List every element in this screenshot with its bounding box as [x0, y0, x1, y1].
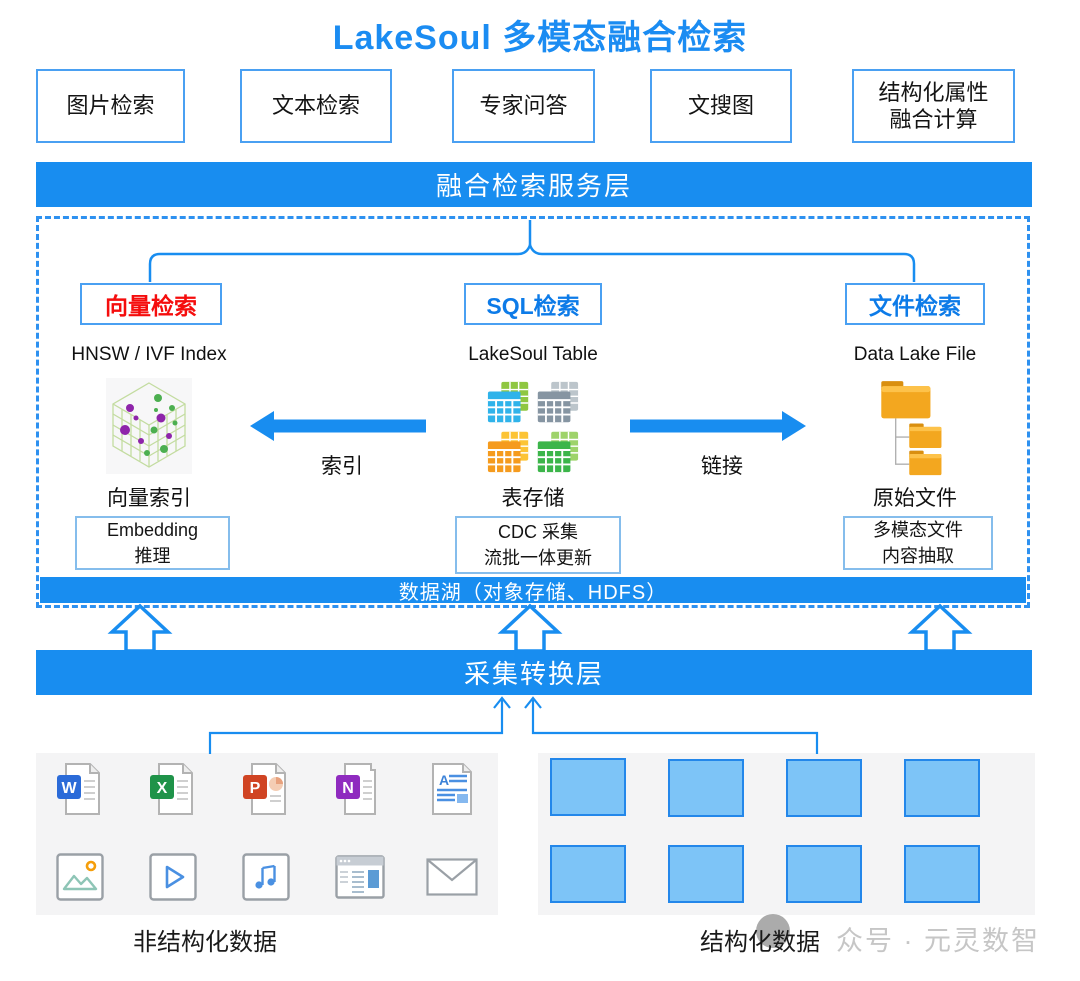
svg-text:W: W: [61, 780, 77, 797]
cdc-line2: 流批一体更新: [484, 548, 592, 568]
app-box-image-retrieval: 图片检索: [36, 69, 185, 143]
word-file-icon: W: [57, 763, 100, 815]
embedding-line1: Embedding: [106, 519, 199, 540]
extract-line1: 多模态文件: [873, 519, 963, 540]
extract-line2: 内容抽取: [882, 546, 954, 566]
structured-table-cell: [550, 758, 626, 816]
link-arrow-label: 链接: [701, 455, 743, 478]
unstructured-label: 非结构化数据: [133, 929, 277, 956]
unstructured-connector-arrowhead: [493, 696, 511, 709]
svg-text:P: P: [250, 780, 261, 797]
vector-index-3d-scatter-icon: [106, 378, 192, 474]
onenote-file-icon: N: [336, 763, 376, 815]
excel-file-icon: X: [150, 763, 193, 815]
cdc-box: CDC 采集 流批一体更新: [455, 516, 621, 574]
powerpoint-file-icon: P: [243, 763, 286, 815]
datalake-bar: 数据湖（对象存储、HDFS）: [40, 577, 1026, 604]
structured-connector-arrowhead: [524, 696, 542, 709]
text-document-icon: A: [432, 763, 472, 815]
table-storage-icon: [487, 381, 579, 473]
structured-table-cell: [668, 845, 744, 903]
watermark-text: 众号 · 元灵数智: [836, 926, 1040, 956]
folder-tree-icon: [881, 381, 942, 476]
hollow-up-arrow-center: [497, 603, 563, 653]
app-box-structured-attr: 结构化属性 融合计算: [852, 69, 1015, 143]
svg-text:A: A: [439, 772, 449, 788]
app-box-text-retrieval: 文本检索: [240, 69, 392, 143]
unstructured-connector-line: [208, 700, 504, 754]
tag-sql-retrieval: SQL检索: [464, 283, 602, 325]
app-box-label: 图片检索: [66, 93, 155, 119]
structured-table-cell: [904, 759, 980, 817]
app-box-label: 文搜图: [687, 93, 754, 119]
embedding-box: Embedding 推理: [75, 516, 230, 570]
structured-table-cell: [786, 759, 862, 817]
sql-subtitle: LakeSoul Table: [468, 344, 598, 365]
service-layer-bar: 融合检索服务层: [36, 162, 1032, 207]
structured-table-cell: [668, 759, 744, 817]
audio-file-icon: [242, 853, 290, 901]
hollow-up-arrow-left: [107, 603, 173, 653]
embedding-line2: 推理: [134, 546, 171, 566]
video-file-icon: [149, 853, 197, 901]
structured-table-cell: [904, 845, 980, 903]
hollow-up-arrow-right: [907, 603, 973, 653]
file-caption: 原始文件: [873, 487, 957, 510]
svg-text:N: N: [342, 780, 354, 797]
email-file-icon: [426, 858, 478, 896]
vector-subtitle: HNSW / IVF Index: [71, 344, 227, 365]
vector-caption: 向量索引: [107, 487, 191, 510]
multimodal-extract-box: 多模态文件 内容抽取: [843, 516, 993, 570]
svg-text:X: X: [157, 780, 168, 797]
app-box-label: 专家问答: [479, 93, 568, 119]
webpage-file-icon: [335, 855, 385, 899]
app-box-expert-qa: 专家问答: [452, 69, 595, 143]
watermark-logo-circle: [756, 914, 790, 948]
tag-label: 文件检索: [869, 293, 961, 319]
app-box-text-to-image: 文搜图: [650, 69, 792, 143]
collect-layer-bar: 采集转换层: [36, 650, 1032, 695]
app-box-label-line2: 融合计算: [889, 107, 978, 132]
tag-vector-retrieval: 向量检索: [80, 283, 222, 325]
structured-table-cell: [786, 845, 862, 903]
image-file-icon: [56, 853, 104, 901]
tag-label: SQL检索: [486, 293, 580, 319]
structured-connector-line: [531, 700, 819, 754]
structured-table-cell: [550, 845, 626, 903]
sql-caption: 表存储: [501, 487, 565, 510]
app-box-label-line1: 结构化属性: [878, 79, 989, 105]
tag-label: 向量检索: [105, 293, 197, 319]
index-arrow-label: 索引: [321, 455, 363, 478]
file-subtitle: Data Lake File: [853, 344, 977, 365]
tag-file-retrieval: 文件检索: [845, 283, 985, 325]
app-box-label: 文本检索: [271, 93, 360, 119]
page-title: LakeSoul 多模态融合检索: [332, 19, 748, 57]
structured-label: 结构化数据: [700, 929, 820, 956]
cdc-line1: CDC 采集: [498, 521, 578, 542]
